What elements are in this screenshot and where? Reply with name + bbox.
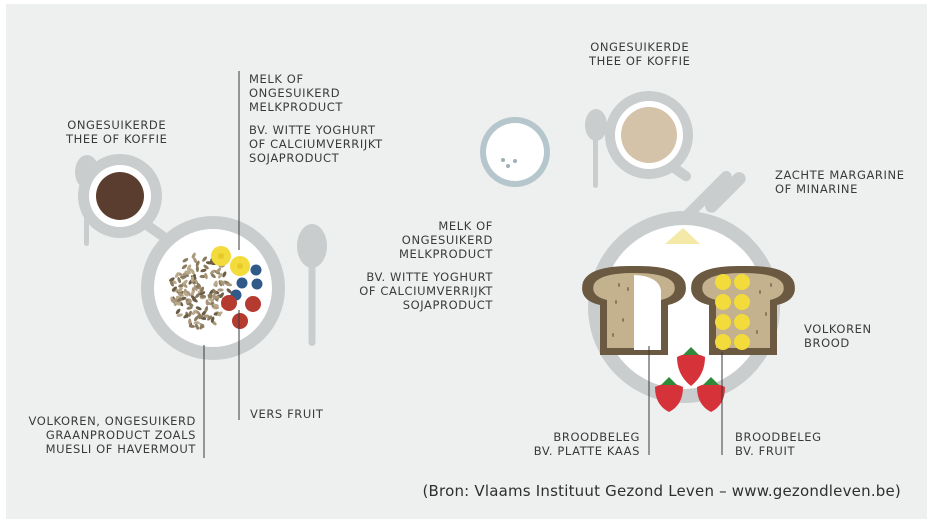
- muesli-grain: [176, 313, 183, 317]
- muesli-grain: [191, 309, 197, 316]
- label-right-milk: MELK OF ONGESUIKERD MELKPRODUCT BV. WITT…: [359, 219, 493, 312]
- label-left-cereal: VOLKOREN, ONGESUIKERD GRAANPRODUCT ZOALS…: [28, 414, 196, 456]
- muesli-grain: [186, 306, 193, 310]
- muesli-grain: [200, 286, 205, 293]
- muesli-grain: [203, 314, 210, 318]
- label-right-tea: ONGESUIKERDE THEE OF KOFFIE: [589, 40, 691, 68]
- muesli-grain: [177, 292, 184, 297]
- left-leader-lines: [203, 71, 240, 458]
- label-left-fruit: VERS FRUIT: [250, 407, 324, 421]
- muesli-grain: [183, 291, 189, 297]
- left-muesli-bowl-icon: [141, 216, 285, 360]
- muesli-grain: [175, 308, 181, 315]
- left-spoon-icon: [297, 224, 327, 346]
- muesli-grain: [174, 272, 180, 278]
- muesli-grain: [197, 314, 204, 319]
- muesli-grain: [199, 294, 206, 299]
- muesli-grain: [204, 306, 209, 313]
- muesli-grain: [177, 277, 182, 284]
- muesli-grain: [212, 288, 217, 295]
- muesli-grain: [193, 257, 198, 264]
- muesli-grain: [181, 264, 188, 270]
- right-teaspoon-icon: [585, 109, 607, 188]
- muesli-grain: [182, 258, 189, 263]
- muesli-grain: [195, 265, 200, 273]
- muesli-grain: [192, 298, 198, 303]
- muesli-grain: [213, 280, 218, 287]
- muesli-grain: [180, 275, 187, 279]
- right-leader-lines: [648, 346, 723, 455]
- muesli-grain: [200, 268, 207, 273]
- muesli-grain: [188, 324, 196, 328]
- muesli-grain: [193, 321, 200, 325]
- muesli-grain: [184, 270, 191, 275]
- muesli-grain: [169, 277, 175, 282]
- muesli-grain: [205, 261, 213, 265]
- muesli-grain: [178, 286, 183, 293]
- muesli-grain: [207, 315, 213, 321]
- muesli-grain: [226, 288, 232, 294]
- label-left-tea: ONGESUIKERDE THEE OF KOFFIE: [66, 118, 168, 146]
- muesli-grain: [210, 316, 215, 323]
- muesli-grain: [187, 302, 194, 307]
- muesli-grain: [225, 282, 233, 287]
- muesli-grain: [212, 303, 219, 308]
- muesli-grain: [176, 297, 183, 303]
- label-right-bread: VOLKOREN BROOD: [804, 322, 872, 350]
- muesli-grain: [195, 260, 200, 267]
- muesli-grain: [188, 318, 192, 325]
- muesli-grain: [193, 315, 199, 322]
- muesli-grain: [212, 293, 216, 300]
- banana-slices-icon: [211, 246, 250, 276]
- blueberries-icon: [230, 264, 263, 301]
- muesli-grain: [191, 252, 196, 259]
- label-left-milk: MELK OF ONGESUIKERD MELKPRODUCT BV. WITT…: [249, 72, 383, 165]
- muesli-grain: [210, 273, 216, 279]
- muesli-grain: [171, 286, 178, 292]
- strawberries-icon: [655, 347, 725, 412]
- muesli-grain: [174, 301, 181, 306]
- muesli-grain: [217, 311, 223, 316]
- right-tea-cup-icon: [605, 91, 693, 182]
- muesli-grain: [219, 292, 224, 298]
- muesli-grain: [169, 280, 174, 287]
- muesli-grain: [205, 299, 209, 306]
- muesli-grain: [190, 268, 195, 275]
- left-coffee-cup-icon: [78, 154, 167, 241]
- bread-slice-cheese-icon: [582, 265, 686, 355]
- muesli-grain: [216, 267, 222, 273]
- label-right-topping-fruit: BROODBELEG BV. FRUIT: [735, 430, 822, 458]
- muesli-grain: [199, 274, 206, 279]
- muesli-grain: [208, 297, 215, 302]
- muesli-grain: [190, 276, 195, 283]
- muesli-grain: [217, 272, 223, 279]
- muesli-grain: [203, 264, 209, 270]
- muesli-grain: [182, 279, 188, 285]
- muesli-grain: [186, 264, 192, 271]
- muesli-grain: [199, 324, 205, 330]
- muesli-grain: [195, 292, 201, 299]
- muesli-grain: [209, 269, 216, 275]
- muesli-grain: [188, 310, 192, 317]
- muesli-grain: [217, 288, 224, 292]
- milk-glass-icon: [480, 117, 550, 187]
- muesli-grain: [220, 280, 225, 286]
- red-berries-icon: [221, 295, 261, 329]
- muesli-grain: [170, 299, 178, 303]
- muesli-grain: [195, 306, 202, 311]
- muesli-grain: [183, 313, 189, 319]
- label-right-margarine: ZACHTE MARGARINE OF MINARINE: [775, 168, 905, 196]
- muesli-grain: [194, 323, 200, 330]
- muesli-grain: [193, 285, 198, 291]
- muesli-grain: [222, 271, 227, 278]
- bread-slice-fruit-icon: [691, 265, 795, 355]
- muesli-grains-icon: [169, 252, 233, 330]
- muesli-grain: [204, 272, 208, 280]
- muesli-grain: [186, 290, 191, 297]
- label-right-topping-cheese: BROODBELEG BV. PLATTE KAAS: [533, 430, 640, 458]
- source-citation: (Bron: Vlaams Instituut Gezond Leven – w…: [422, 482, 901, 500]
- knife-margarine-icon: [665, 170, 746, 244]
- muesli-grain: [202, 256, 208, 262]
